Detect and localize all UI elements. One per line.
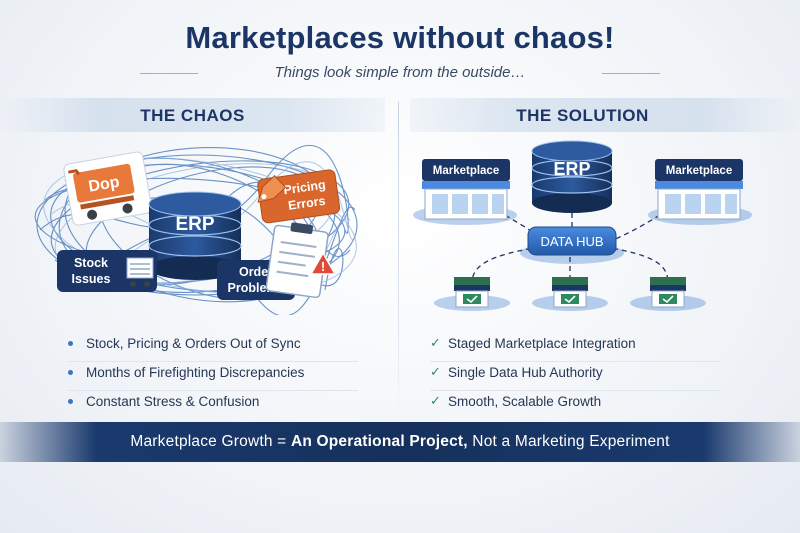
cart-base (80, 195, 135, 210)
cart-wheel-right (122, 203, 133, 214)
cart-wheel-left (87, 209, 98, 220)
solution-bullet-text: Staged Marketplace Integration (448, 336, 636, 351)
solution-heading: THE SOLUTION (516, 106, 649, 125)
footer-banner: Marketplace Growth = An Operational Proj… (0, 422, 800, 462)
page-title: Marketplaces without chaos! (185, 20, 615, 55)
svg-text:!: ! (321, 259, 325, 274)
data-hub-node: DATA HUB (527, 226, 617, 256)
chaos-bullet-text: Months of Firefighting Discrepancies (86, 365, 305, 380)
check-icon (466, 295, 478, 304)
bullet-dot-icon (68, 399, 73, 404)
warning-icon: ! (309, 251, 337, 275)
cart-handle (68, 169, 81, 176)
pricing-errors-card: Pricing Errors (257, 169, 341, 224)
solution-heading-band (410, 98, 800, 132)
solution-svg: Marketplace Marketplace ERP (413, 140, 752, 311)
check-icon (662, 295, 674, 304)
stock-label-1: Stock (74, 256, 108, 270)
small-store-2 (552, 277, 588, 308)
bullet-dot-icon (68, 341, 73, 346)
marketplace-label-left: Marketplace (433, 165, 499, 177)
shop-label: Dop (87, 174, 121, 196)
shop-cart-card: Dop (63, 151, 153, 226)
chaos-bullet: Stock, Pricing & Orders Out of Sync (68, 333, 358, 362)
chaos-illustration: Dop ERP Pricing Errors (25, 140, 370, 315)
subtitle-rule-right (602, 73, 660, 74)
subtitle-rule-left (140, 73, 198, 74)
pricing-label-1: Pricing (283, 178, 327, 198)
check-icon (564, 295, 576, 304)
chaos-bullet-text: Stock, Pricing & Orders Out of Sync (86, 336, 301, 351)
price-tag-icon (257, 175, 287, 203)
checkmark-icon: ✓ (430, 364, 441, 379)
erp-label-left: ERP (175, 214, 214, 235)
clipboard-icon (265, 222, 329, 299)
solution-bullet: ✓ Single Data Hub Authority (430, 362, 720, 391)
solution-bullet: ✓ Smooth, Scalable Growth (430, 391, 720, 419)
solution-bullet: ✓ Staged Marketplace Integration (430, 333, 720, 362)
checkmark-icon: ✓ (430, 335, 441, 350)
erp-label-right: ERP (553, 159, 590, 179)
marketplace-label-right: Marketplace (666, 165, 732, 177)
marketplace-store-right: Marketplace (655, 159, 743, 220)
small-store-3 (650, 277, 686, 308)
chaos-bullet-list: Stock, Pricing & Orders Out of Sync Mont… (68, 333, 358, 419)
column-divider (398, 102, 399, 420)
solution-bullet-list: ✓ Staged Marketplace Integration ✓ Single … (430, 333, 720, 419)
data-hub-label: DATA HUB (540, 234, 603, 249)
small-store-1 (454, 277, 490, 308)
chaos-heading-band (0, 98, 385, 132)
stock-label-2: Issues (72, 272, 111, 286)
subtitle-row: Things look simple from the outside… (140, 62, 660, 86)
bullet-dot-icon (68, 370, 73, 375)
solution-bullet-text: Smooth, Scalable Growth (448, 394, 602, 409)
solution-bullet-text: Single Data Hub Authority (448, 365, 603, 380)
footer-text-3: Not a Marketing Experiment (467, 433, 670, 450)
checkmark-icon: ✓ (430, 393, 441, 408)
footer-text: Marketplace Growth = An Operational Proj… (0, 433, 800, 451)
stock-issues-card: Stock Issues (57, 250, 157, 292)
chaos-bullet: Months of Firefighting Discrepancies (68, 362, 358, 391)
stock-cart-icon (126, 257, 154, 287)
pricing-label-2: Errors (287, 194, 326, 213)
chaos-svg: Dop ERP Pricing Errors (34, 145, 358, 315)
shop-sign (73, 163, 135, 203)
chaos-bullet-text: Constant Stress & Confusion (86, 394, 260, 409)
chaos-bullet: Constant Stress & Confusion (68, 391, 358, 419)
solution-illustration: Marketplace Marketplace ERP (410, 135, 755, 320)
erp-database-icon-right: ERP (531, 140, 613, 213)
marketplace-store-left: Marketplace (422, 159, 510, 220)
footer-text-bold: An Operational Project, (290, 433, 468, 450)
footer-text-1: Marketplace Growth = (130, 433, 291, 450)
subtitle: Things look simple from the outside… (274, 64, 526, 81)
order-label-1: Order (239, 265, 273, 279)
erp-database-icon: ERP (148, 191, 242, 280)
chaos-heading: THE CHAOS (140, 106, 245, 125)
